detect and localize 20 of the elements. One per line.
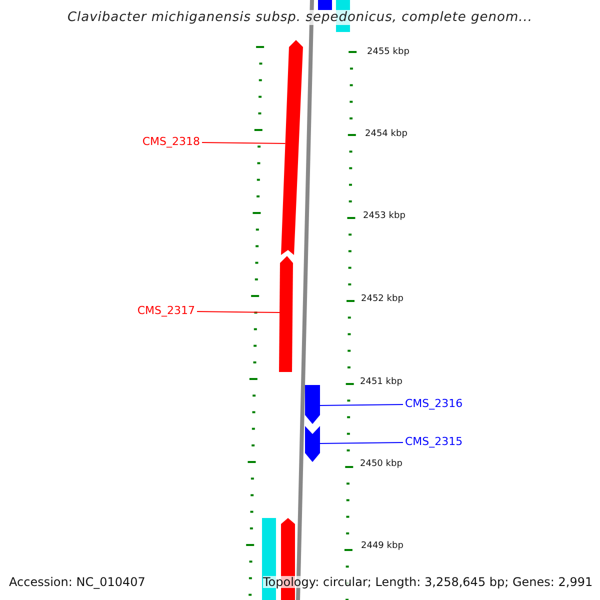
scale-label: 2455 kbp: [367, 48, 410, 57]
leader-line: [196, 311, 280, 313]
scale-label: 2450 kbp: [360, 460, 402, 469]
accession-text: Accession: NC_010407: [9, 576, 146, 588]
gene-label: CMS_2318: [142, 136, 200, 147]
leader-line: [320, 442, 404, 444]
scale-label: 2451 kbp: [360, 378, 402, 387]
scale-label: 2454 kbp: [365, 130, 408, 139]
scale-label: 2449 kbp: [361, 542, 404, 551]
gene-feature: [305, 385, 320, 424]
gene-label: CMS_2315: [405, 436, 463, 447]
scale-label: 2452 kbp: [361, 295, 404, 304]
gene-label: CMS_2317: [137, 305, 195, 316]
leader-line: [202, 142, 286, 144]
scale-label: 2453 kbp: [363, 212, 406, 221]
gene-feature: [305, 426, 320, 462]
gene-feature: [279, 256, 293, 372]
genome-info-text: Topology: circular; Length: 3,258,645 bp; Genes: 2,991: [263, 576, 593, 588]
gene-label: CMS_2316: [405, 398, 463, 409]
leader-line: [320, 404, 404, 406]
